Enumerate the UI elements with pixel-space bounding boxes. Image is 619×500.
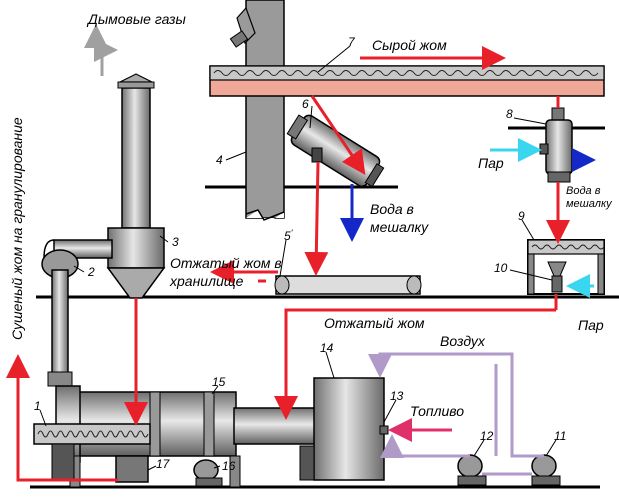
number-4: 4 [216,153,223,167]
furnace-14 [299,377,389,481]
screw-1 [33,423,151,481]
number-17: 17 [156,457,171,471]
conveyor-5 [274,275,422,295]
label-steam-left: Пар [478,155,504,171]
number-13: 13 [390,389,404,403]
number-3: 3 [172,235,179,249]
leader-lines [39,45,557,471]
label-water-to-mixer-line1: Вода в [370,201,414,217]
number-14: 14 [320,341,334,355]
label-raw-pulp: Сырой жом [372,37,447,53]
label-water-small-line2: мешалку [566,198,613,210]
number-16: 16 [222,459,236,473]
number-15: 15 [212,375,226,389]
flow-water [340,148,596,242]
flow-flue-gas [84,24,118,76]
label-pressed-pulp: Отжатый жом [324,315,425,331]
label-dried-pulp-to-granulation: Сушеный жом на гранулирование [9,117,25,340]
label-water-to-mixer-line2: мешалку [370,219,429,235]
fan-duct-2 [41,239,113,387]
label-water-to-mixer-small: Вода в мешалку [566,185,613,210]
flow-steam [490,138,594,298]
number-7: 7 [348,35,356,49]
number-2: 2 [87,265,95,279]
vessel-8 [539,107,573,183]
label-pressed-storage-line2: хранилище [169,273,244,289]
number-12: 12 [480,429,494,443]
flow-air [368,352,544,476]
label-water-small-line1: Вода в [566,185,601,197]
flow-raw-pulp [5,46,570,482]
label-fuel: Топливо [410,403,464,419]
conveyor-7 [209,65,605,97]
number-1: 1 [34,399,41,413]
cyclone-3 [106,73,166,299]
mixer-6 [286,114,385,188]
column-4 [229,0,285,224]
number-11: 11 [554,429,566,443]
label-steam-right: Пар [578,317,604,333]
label-air: Воздух [440,333,486,349]
number-10: 10 [494,261,508,275]
label-pressed-storage-line1: Отжатый жом в [170,255,282,271]
number-9: 9 [518,209,525,223]
label-water-to-mixer: Вода в мешалку [370,201,429,235]
label-pressed-pulp-to-storage: Отжатый жом в хранилище [169,255,286,289]
number-6: 6 [302,97,309,111]
fan-11 [531,454,561,486]
label-flue-gases: Дымовые газы [86,11,187,27]
number-5: 5' [284,228,293,243]
number-8: 8 [506,107,513,121]
discharge-17 [115,455,149,483]
fan-16 [193,459,223,487]
fan-12 [457,454,487,486]
